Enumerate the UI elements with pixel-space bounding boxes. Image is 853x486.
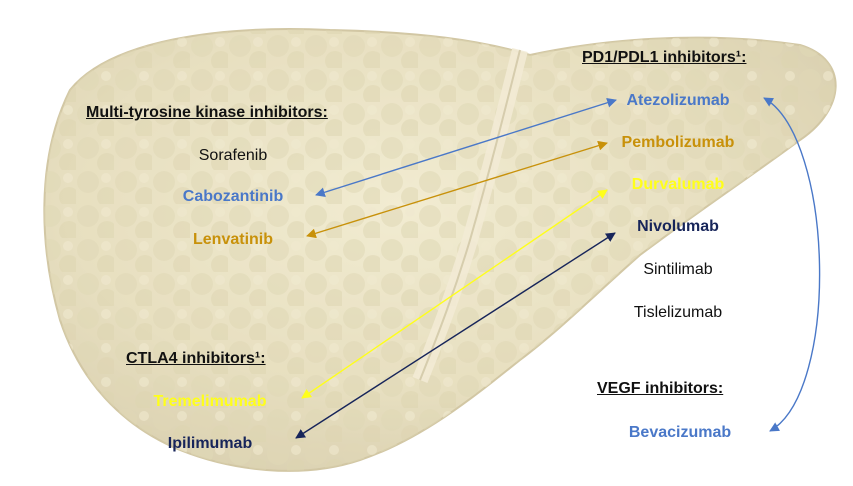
drug-bevacizumab: Bevacizumab	[629, 424, 731, 442]
header-pd1-pdl1: PD1/PDL1 inhibitors¹:	[582, 49, 746, 67]
drug-tislelizumab: Tislelizumab	[634, 304, 722, 322]
drug-pembolizumab: Pembolizumab	[622, 134, 735, 152]
drug-durvalumab: Durvalumab	[632, 176, 724, 194]
drug-sintilimab: Sintilimab	[643, 261, 712, 279]
drug-ipilimumab: Ipilimumab	[168, 435, 252, 453]
drug-sorafenib: Sorafenib	[199, 147, 268, 165]
drug-lenvatinib: Lenvatinib	[193, 231, 273, 249]
drug-nivolumab: Nivolumab	[637, 218, 719, 236]
header-ctla4: CTLA4 inhibitors¹:	[126, 350, 266, 368]
drug-tremelimumab: Tremelimumab	[154, 393, 267, 411]
header-vegf: VEGF inhibitors:	[597, 380, 723, 398]
drug-cabozantinib: Cabozantinib	[183, 188, 283, 206]
header-mtki: Multi-tyrosine kinase inhibitors:	[86, 104, 328, 122]
drug-atezolizumab: Atezolizumab	[626, 92, 729, 110]
